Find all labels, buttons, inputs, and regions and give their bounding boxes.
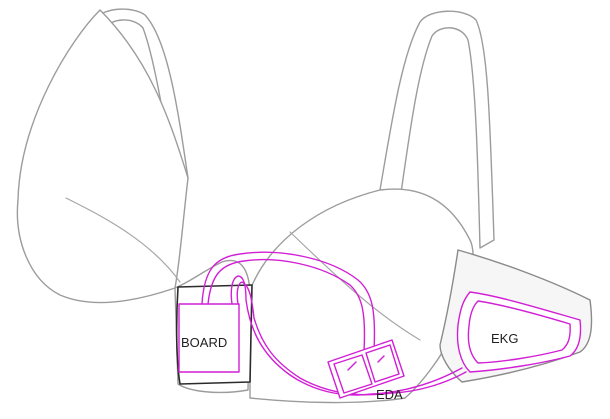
left-cup <box>16 9 189 304</box>
eda-contact-right <box>377 355 385 363</box>
ekg-label: EKG <box>491 331 518 346</box>
board-panel <box>178 303 240 373</box>
eda-pad-left <box>333 354 373 394</box>
right-strap <box>379 10 495 249</box>
right-cup-seam <box>289 231 421 341</box>
trace-outer-loop <box>201 251 376 351</box>
left-cup-seam <box>65 197 181 283</box>
trace-to-eda-right <box>236 281 393 396</box>
trace-to-ekg-2 <box>391 371 467 394</box>
ekg-pad-inner <box>467 300 571 364</box>
trace-to-ekg <box>371 367 463 395</box>
eda-label: EDA <box>376 387 403 402</box>
trace-to-eda-left <box>230 275 373 396</box>
board-label: BOARD <box>181 335 227 350</box>
trace-inner-loop <box>207 258 366 353</box>
eda-contact-left <box>347 361 357 371</box>
eda-pad-right <box>365 344 400 383</box>
